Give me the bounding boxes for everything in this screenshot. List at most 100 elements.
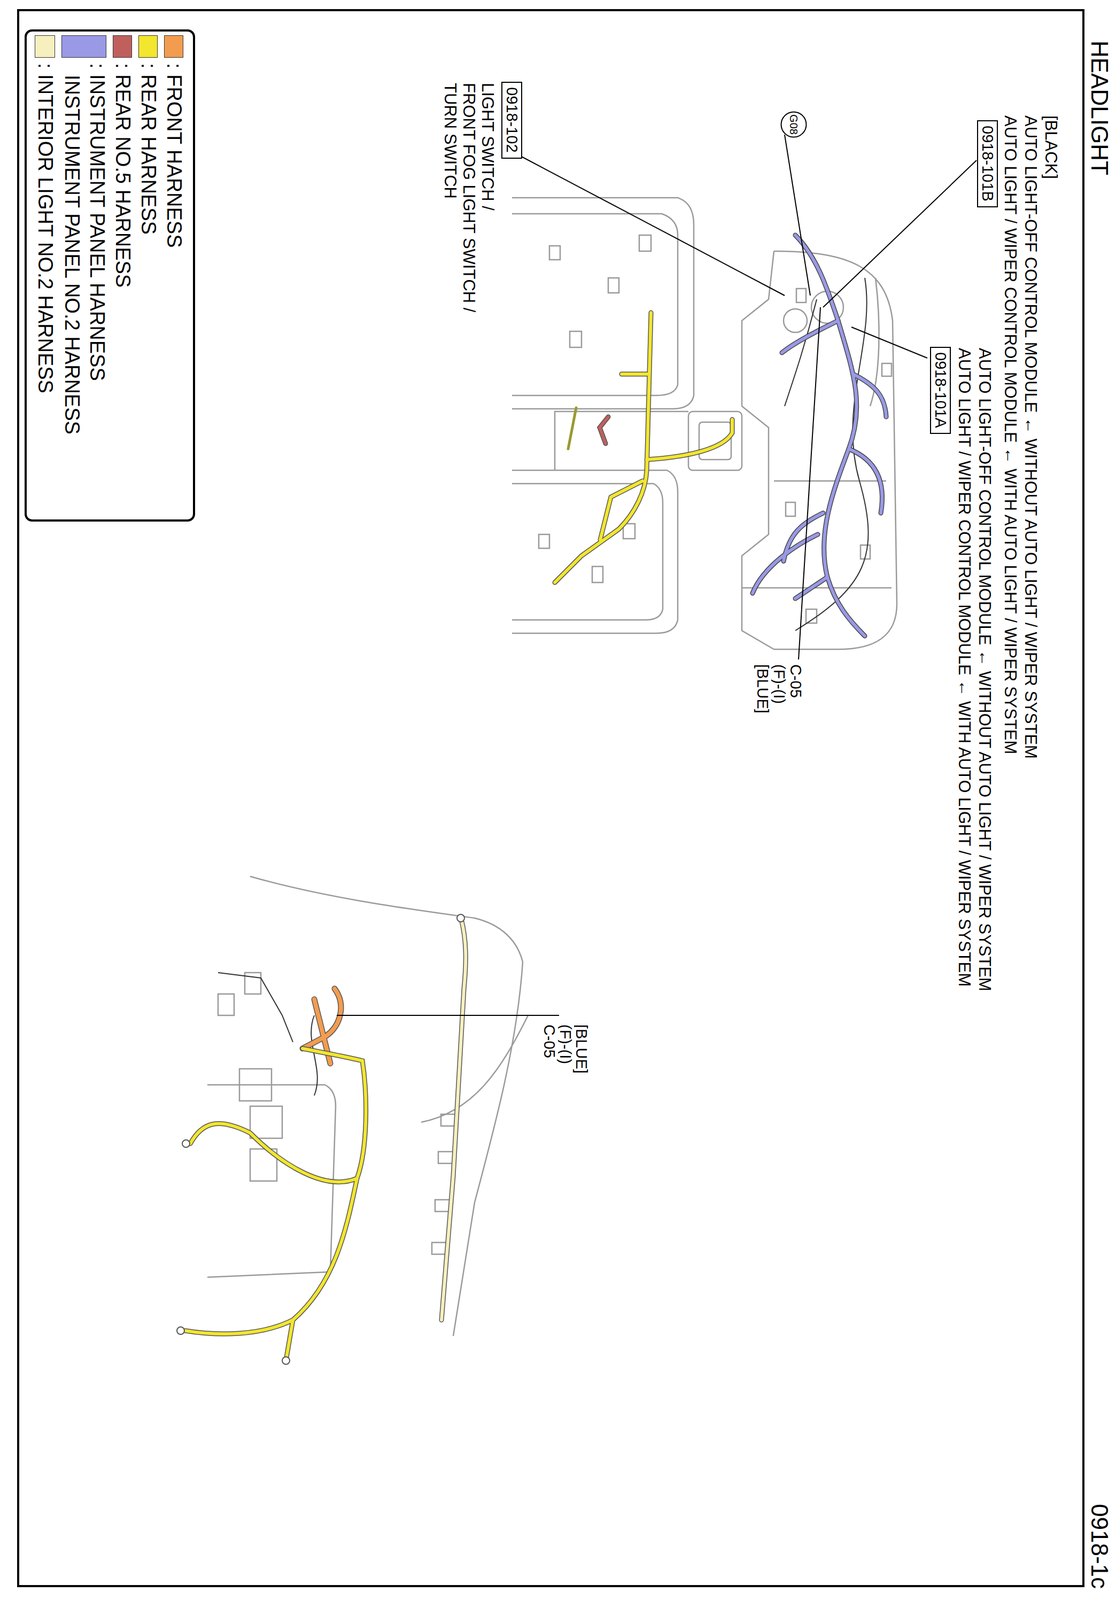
instrument-panel-harness [752,534,818,594]
interior-light-harness [441,919,466,1321]
connector-code-box: 0918-101B [977,120,998,208]
rear-harness [554,312,733,583]
legend-text: : REAR NO.5 HARNESS [110,63,135,288]
rear-no5-harness [599,416,609,444]
rear-no5-harness [599,416,609,444]
rear-harness [184,1178,358,1335]
connector-color: [BLACK] [1041,114,1061,181]
instrument-panel-outline [741,587,892,589]
legend-text: : INTERIOR LIGHT NO.2 HARNESS [33,63,57,394]
module-note: AUTO LIGHT / WIPER CONTROL MODULE ← WITH… [954,346,974,988]
rear-no5-harness [599,416,609,444]
rear-harness [190,1048,367,1183]
node-text: 0918-101B [978,125,997,203]
grommet [282,1357,290,1365]
instrument-panel-outline [783,308,808,333]
instrument-panel-outline [512,213,678,396]
black-wire [784,299,817,407]
instrument-panel-harness [795,235,865,637]
body-outline [250,1106,283,1139]
rear-harness [286,1320,293,1358]
leader-line [784,134,811,296]
node-text: 0918-101A [931,352,950,429]
leader-line [518,155,785,296]
instrument-panel-harness [781,320,839,353]
leader-line [336,134,977,1016]
body-outline [440,1114,456,1127]
rear-harness [184,1048,367,1358]
interior-light-harness [441,919,466,1321]
instrument-panel-outline [639,235,651,252]
module-note: AUTO LIGHT-OFF CONTROL MODULE ← WITHOUT … [974,346,995,993]
instrument-panel-harness [795,577,828,599]
legend-swatch [61,35,107,58]
instrument-panel-harness [783,513,824,562]
instrument-panel-harness [752,534,818,594]
rear-harness [621,372,649,377]
rear-no5-harness [568,407,577,449]
body-outline [435,1199,451,1212]
connector-code-box: 0918-102 [501,81,523,159]
interior-light-harness [441,919,466,1321]
instrument-panel-harness [848,448,883,514]
body-outline [207,1085,336,1278]
instrument-panel-outline [773,480,887,483]
rear-harness [184,1178,358,1335]
instrument-panel-outline [569,331,582,348]
connector-code: C-05 [786,663,805,700]
connector-color: [BLUE] [753,663,772,715]
rear-harness [554,312,651,583]
instrument-panel-harness [781,320,839,353]
interior-light-harness [441,919,466,1321]
interior-light-harness [441,919,466,1321]
instrument-panel-outline [785,502,796,517]
instrument-panel-outline [806,609,817,624]
rear-harness [554,312,651,583]
leader-line [823,160,977,308]
instrument-panel-harness [848,448,883,514]
connector-harness: (F)-(I) [556,1023,575,1066]
connector-harness: (F)-(I) [770,663,788,705]
instrument-panel-harness [853,374,887,417]
legend-swatch [112,35,133,58]
page-number: 0918-1c [1086,1502,1114,1591]
body-outline [250,876,523,963]
instrument-panel-outline [512,197,897,650]
grommet [456,914,465,922]
instrument-panel-outline [592,566,603,583]
page-frame [18,10,1084,1587]
node-text: 0918-102 [502,87,521,154]
instrument-panel-harness [752,235,887,637]
rear-harness [646,419,733,460]
rear-no5-harness [568,407,609,449]
instrument-panel-outline [538,534,550,549]
black-wire [218,972,318,1096]
connector-code-box: 0918-101A [930,346,951,434]
front-harness [302,988,341,1049]
instrument-panel-outline [796,288,806,303]
node-text: G08 [787,114,801,135]
legend-text: INSTRUMENT PANEL NO.2 HARNESS [59,74,84,435]
circle-outline [781,112,807,138]
leader-line [798,307,821,660]
part-name: FRONT FOG LIGHT SWITCH / [459,81,479,314]
instrument-panel-outline [608,277,619,293]
body-outline [438,1151,454,1164]
instrument-panel-harness [795,577,828,599]
connector-color: [BLUE] [572,1023,591,1075]
module-note: AUTO LIGHT / WIPER CONTROL MODULE ← WITH… [1000,114,1020,756]
leader-line [336,1014,560,1017]
instrument-panel-outline [512,197,694,409]
rear-harness [554,312,733,583]
body-outline [239,1068,272,1102]
module-note: AUTO LIGHT-OFF CONTROL MODULE ← WITHOUT … [1020,114,1041,761]
rear-harness [646,419,733,460]
legend-text: : REAR HARNESS [136,63,160,235]
legend-text: : INSTRUMENT PANEL HARNESS [84,63,109,382]
instrument-panel-outline [881,363,892,377]
rear-harness [286,1320,293,1358]
rear-harness [190,1048,367,1183]
part-name: LIGHT SWITCH / [477,81,498,212]
rear-harness [184,1048,367,1358]
rear-harness [184,1048,367,1358]
